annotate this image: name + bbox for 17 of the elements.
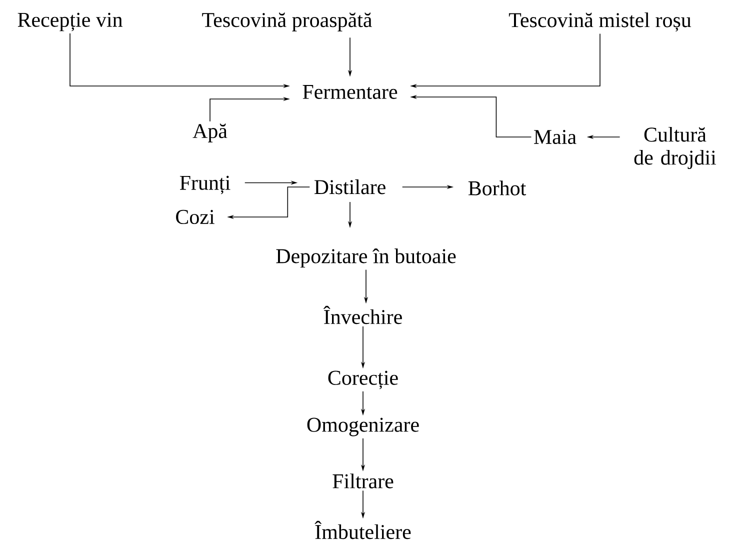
- step-label: Frunți: [180, 176, 230, 194]
- step-label: Distilare: [314, 179, 386, 194]
- step-label: Cozi: [176, 210, 214, 224]
- step-label: Tescovină proaspătă: [202, 12, 372, 32]
- step-label: Depozitare în butoaie: [276, 248, 456, 268]
- step-label: Îmbuteliere: [314, 520, 411, 540]
- step-label: Tescovină mistel roșu: [508, 12, 692, 32]
- step-label: Recepție vin: [18, 12, 122, 32]
- step-label: Învechire: [324, 306, 402, 324]
- step-label: Borhot: [468, 180, 526, 196]
- step-label: Corecție: [328, 370, 398, 390]
- step-label: Omogenizare: [307, 418, 419, 436]
- step-label: Filtrare: [332, 474, 394, 488]
- step-label: Apă: [192, 124, 228, 142]
- step-label: Fermentare: [302, 85, 398, 99]
- step-label: Cultură de drojdii: [634, 126, 716, 170]
- step-label: Maia: [534, 130, 576, 144]
